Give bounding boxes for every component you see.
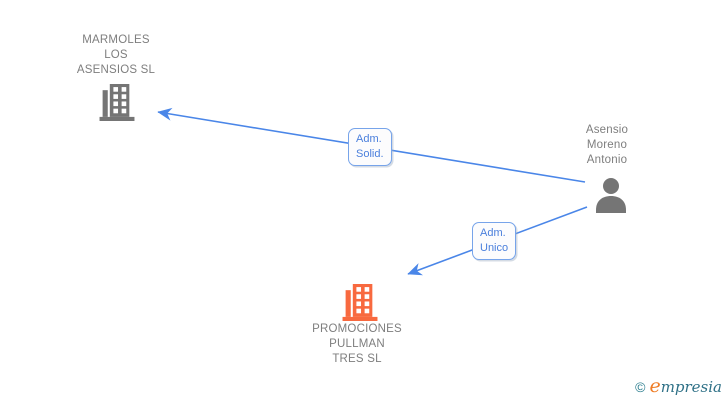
person-label: Asensio Moreno Antonio [547,123,667,168]
person-line1: Asensio [585,124,629,136]
company-bottom-line1: PROMOCIONES [312,323,402,335]
building-icon [342,284,378,325]
company-top-node[interactable] [99,84,135,126]
copyright-icon: © [635,379,646,395]
brand-rest: mpresia [660,378,722,396]
company-top-line2: LOS [104,49,128,61]
person-icon [595,178,627,217]
company-bottom-node[interactable] [342,284,378,326]
company-bottom-label: PROMOCIONES PULLMAN TRES SL [277,322,437,367]
building-icon [99,84,135,125]
edge-label-adm-unico: Adm. Unico [472,222,517,260]
company-bottom-line2: PULLMAN [329,338,385,350]
brand-wordmark: empresia [649,375,722,397]
person-line2: Moreno [586,139,628,151]
empresia-watermark: © empresia [635,375,722,397]
edge-label-adm-solid-line1: Adm. [356,133,382,145]
company-bottom-line3: TRES SL [332,353,382,365]
person-node[interactable] [595,177,627,218]
edge-label-adm-solid: Adm. Solid. [348,128,392,166]
company-top-line1: MARMOLES [82,34,150,46]
company-top-label: MARMOLES LOS ASENSIOS SL [31,33,201,78]
person-line3: Antonio [586,154,628,166]
edge-label-adm-unico-line1: Adm. [480,227,506,239]
company-top-line3: ASENSIOS SL [76,64,156,76]
edge-label-adm-unico-line2: Unico [480,242,509,254]
edge-label-adm-solid-line2: Solid. [356,148,384,160]
brand-first-letter: e [649,375,661,397]
